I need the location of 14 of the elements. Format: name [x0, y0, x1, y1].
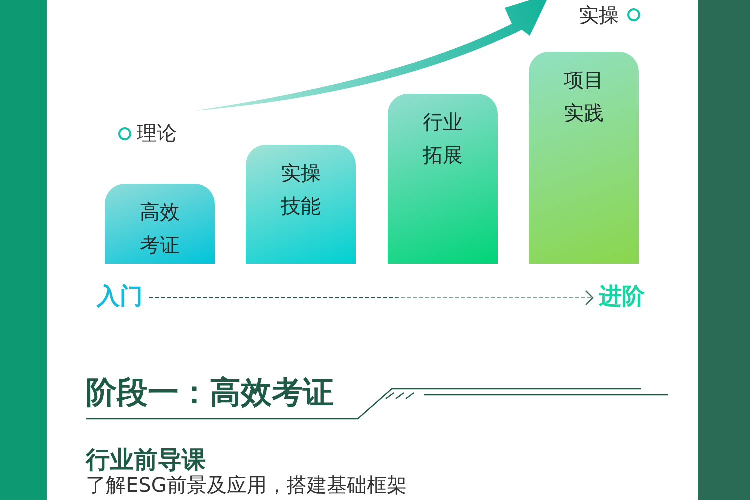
step-label: 高效考证 [139, 199, 181, 259]
dashed-arrow [148, 290, 594, 306]
axis-label: 实操 [579, 2, 619, 28]
stage-label: 入门 [97, 283, 143, 311]
step-label: 实操技能 [280, 160, 322, 220]
step-block [388, 94, 498, 264]
step-block [105, 184, 215, 264]
stage-label: 进阶 [599, 283, 645, 311]
step-block [529, 52, 639, 264]
section-title: 阶段一：高效考证 [86, 374, 334, 413]
step-label: 行业拓展 [422, 109, 464, 169]
step-label: 项目实践 [563, 67, 605, 127]
axis-label: 理论 [137, 120, 177, 146]
step-block [246, 145, 356, 264]
